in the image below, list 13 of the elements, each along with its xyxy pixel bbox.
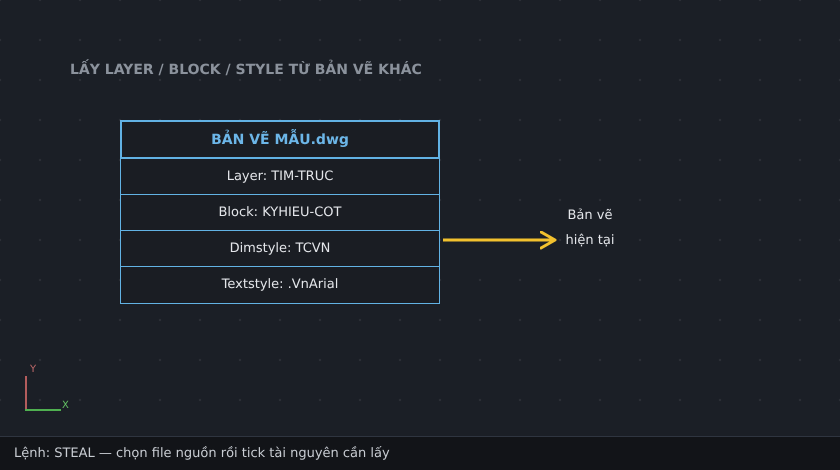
resource-name: Dimstyle: TCVN	[230, 240, 330, 256]
page-title: LẤY LAYER / BLOCK / STYLE TỪ BẢN VẼ KHÁC	[70, 61, 422, 79]
arrow	[443, 230, 556, 250]
axis-label: X	[62, 400, 69, 412]
file-name: BẢN VẼ MẪU.dwg	[211, 130, 349, 148]
axis-label: Y	[30, 364, 36, 376]
file-name-header	[120, 120, 440, 159]
resource-name: Layer: TIM-TRUC	[226, 168, 334, 184]
target-drawing-label: Bản vẽ hiện tại	[556, 203, 624, 253]
resource-name: Textstyle: .VnArial	[222, 277, 338, 293]
command-prompt: Lệnh: STEAL — chọn file nguồn rồi tick tài nguyên cần lấy	[14, 446, 390, 462]
drawing-file-panel	[120, 120, 440, 304]
resource-name: Block: KYHIEU-COT	[218, 204, 342, 220]
